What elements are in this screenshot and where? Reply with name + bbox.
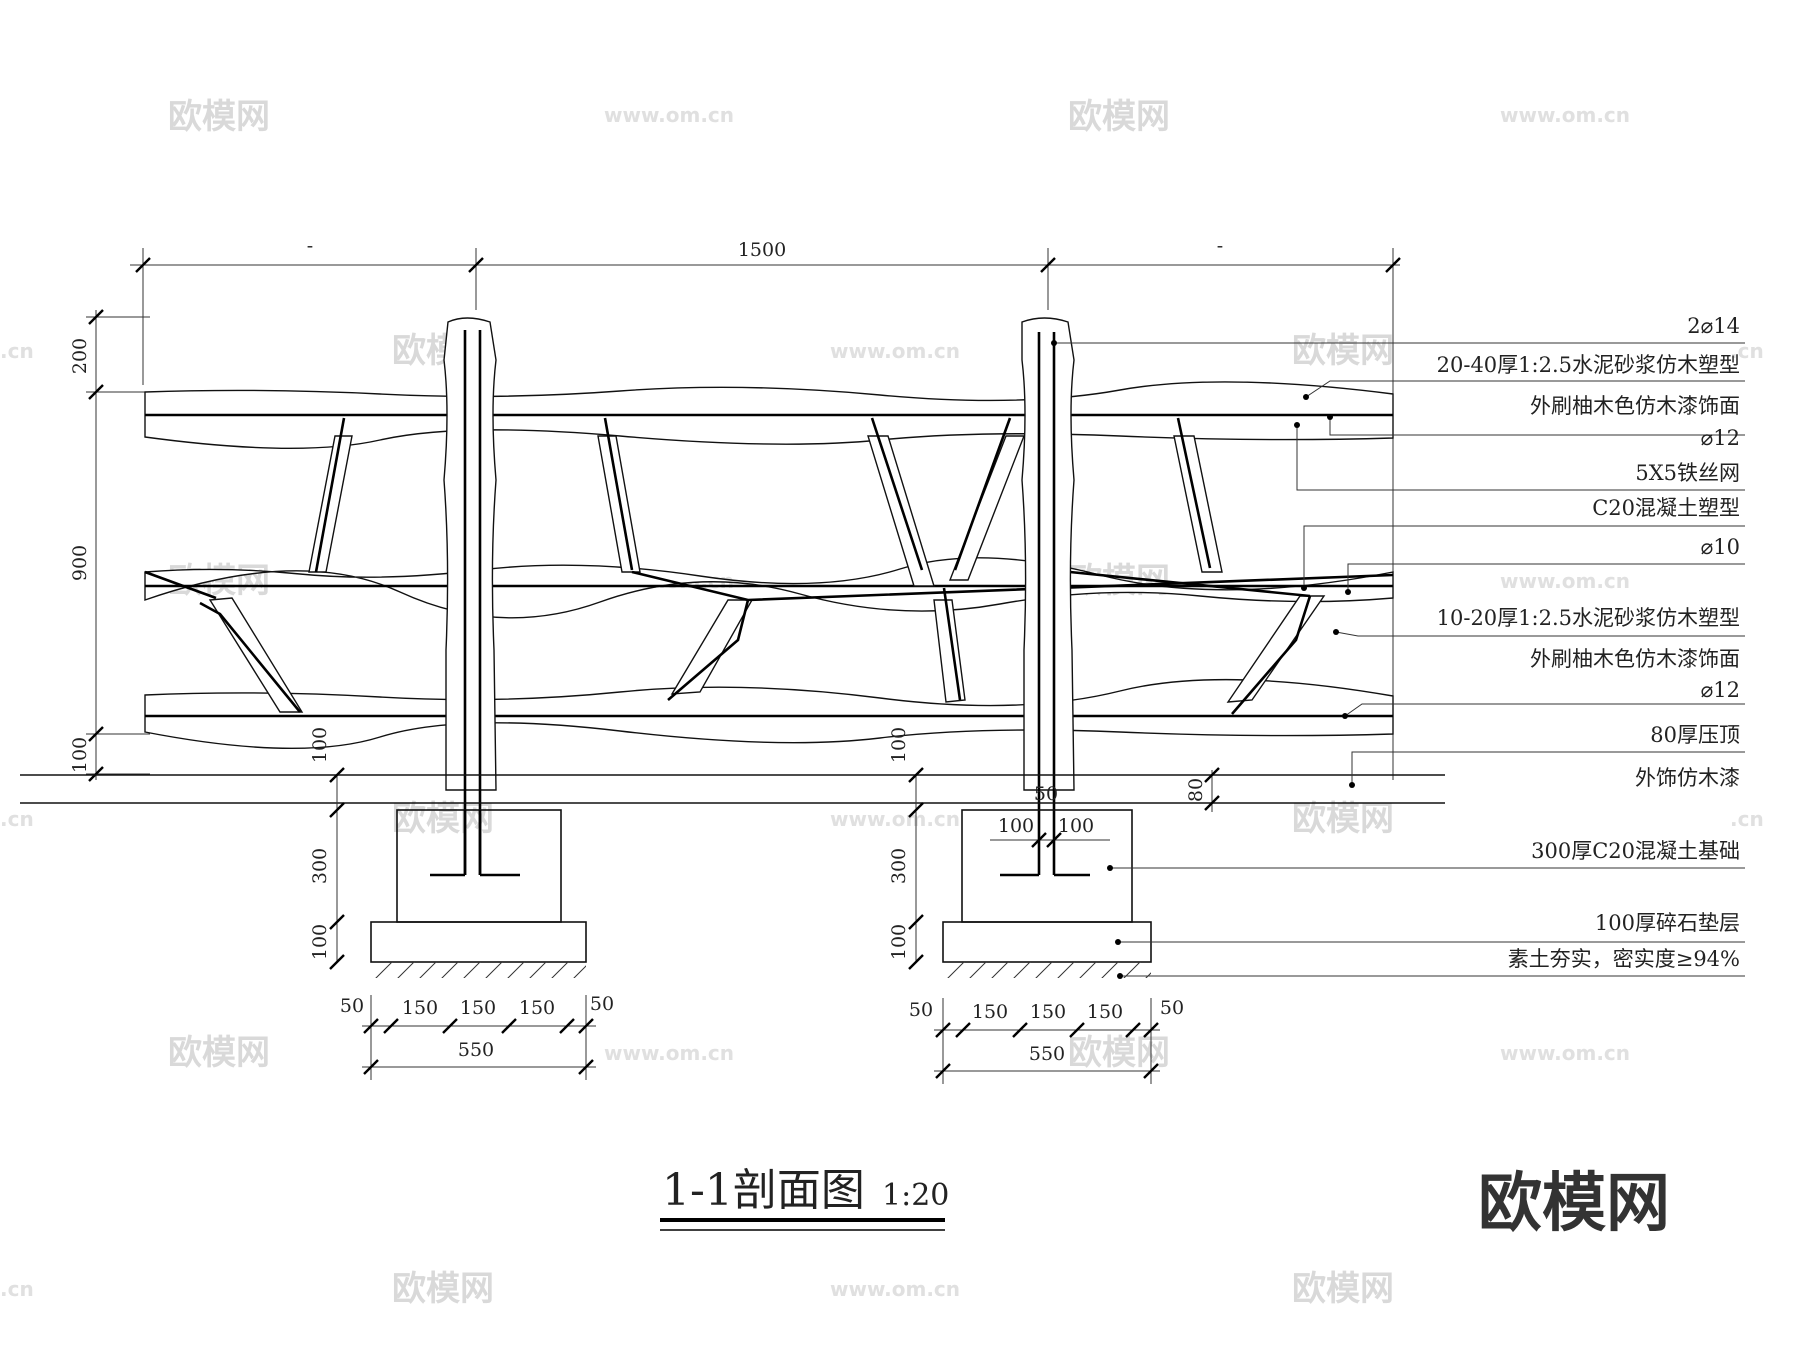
dim-post-side-left: 100 (998, 815, 1034, 837)
dim-post-inner-width: 50 (1034, 783, 1058, 805)
watermark-logo: 欧模网 (1292, 1269, 1394, 1309)
footing-left (370, 809, 587, 978)
dim-step-height: 80 (1185, 778, 1207, 802)
note-gravel-bed: 100厚碎石垫层 (1595, 911, 1740, 935)
dim-footing-seg-left-2: 150 (402, 997, 438, 1019)
note-mortar-layer-bottom: 10-20厚1:2.5水泥砂浆仿木塑型 (1437, 606, 1740, 630)
watermark-url: www.om.cn (1500, 569, 1630, 593)
watermark-logo: 欧模网 (1068, 1033, 1170, 1073)
watermark-url: .cn (0, 339, 34, 363)
note-compacted-soil: 素土夯实，密实度≥94% (1508, 947, 1740, 971)
note-main-bars: 2⌀14 (1687, 314, 1740, 338)
left-dimension-chain: 200 900 100 (69, 309, 150, 782)
dim-footing-seg-left-5: 50 (590, 993, 614, 1015)
watermark-url: www.om.cn (1500, 103, 1630, 127)
dim-ground-offset-right: 100 (888, 727, 910, 763)
dim-overall-span: 1500 (738, 239, 786, 261)
dim-rail-height: 900 (69, 545, 91, 581)
dim-post-side-right: 100 (1058, 815, 1094, 837)
brand-logo: 欧模网 (1478, 1167, 1670, 1241)
watermark-logo: 欧模网 (1068, 97, 1170, 137)
note-mortar-layer-top: 20-40厚1:2.5水泥砂浆仿木塑型 (1437, 353, 1740, 377)
dim-gravel-right: 100 (888, 924, 910, 960)
note-rebar-12-bottom: ⌀12 (1701, 678, 1740, 702)
note-paint-finish-top: 外刷柚木色仿木漆饰面 (1530, 394, 1740, 418)
watermark-logo: 欧模网 (1292, 331, 1394, 371)
footing-width-chain-left: 50 150 150 150 50 550 (340, 993, 614, 1080)
watermark-url: www.om.cn (830, 807, 960, 831)
watermark-url: www.om.cn (830, 1277, 960, 1301)
top-dimension-chain: - 1500 - (130, 235, 1401, 780)
footing-width-chain-right: 50 150 150 150 50 550 (909, 997, 1184, 1084)
ground-line (20, 774, 1445, 804)
footing-dimensions-left: 100 300 100 (309, 727, 345, 970)
footing-dimensions-right: 100 300 100 (888, 727, 924, 970)
drawing-title: 1-1剖面图 1:20 (660, 1165, 949, 1231)
annotation-notes: 2⌀14 20-40厚1:2.5水泥砂浆仿木塑型 外刷柚木色仿木漆饰面 ⌀12 … (1437, 314, 1740, 971)
watermark-url: www.om.cn (604, 103, 734, 127)
watermark-logo: 欧模网 (392, 799, 494, 839)
watermark-logo: 欧模网 (392, 1269, 494, 1309)
watermark-url: www.om.cn (830, 339, 960, 363)
watermark-logo: 欧模网 (1292, 799, 1394, 839)
leader-lines (1051, 340, 1745, 979)
dim-footing-seg-left-3: 150 (460, 997, 496, 1019)
note-wood-paint: 外饰仿木漆 (1635, 766, 1740, 790)
footing-right (942, 809, 1152, 978)
dim-footing-depth-left: 300 (309, 848, 331, 884)
dim-bottom-gap: 100 (69, 737, 91, 773)
dim-footing-seg-right-2: 150 (972, 1001, 1008, 1023)
dim-footing-width-right: 550 (1029, 1043, 1065, 1065)
dim-footing-seg-right-4: 150 (1087, 1001, 1123, 1023)
dim-footing-seg-left-4: 150 (519, 997, 555, 1019)
note-coping: 80厚压顶 (1650, 723, 1740, 747)
railing-body (144, 317, 1394, 875)
dim-footing-seg-right-3: 150 (1030, 1001, 1066, 1023)
drawing-scale: 1:20 (882, 1178, 949, 1213)
note-c20-shaping: C20混凝土塑型 (1592, 496, 1740, 520)
page-title: 1-1剖面图 (662, 1165, 865, 1216)
watermark-logo: 欧模网 (168, 1033, 270, 1073)
note-rebar-10: ⌀10 (1701, 535, 1740, 559)
dim-footing-seg-right-1: 50 (909, 999, 933, 1021)
note-rebar-12-top: ⌀12 (1701, 426, 1740, 450)
dim-footing-depth-right: 300 (888, 848, 910, 884)
dim-footing-width-left: 550 (458, 1039, 494, 1061)
watermark-url: .cn (0, 1277, 34, 1301)
dim-side-span-right: - (1217, 235, 1223, 257)
dim-footing-seg-right-5: 50 (1160, 997, 1184, 1019)
post-dimensions: 80 50 100 100 (990, 767, 1220, 848)
dim-post-top-extension: 200 (69, 338, 91, 374)
note-paint-finish-bottom: 外刷柚木色仿木漆饰面 (1530, 647, 1740, 671)
dim-gravel-left: 100 (309, 924, 331, 960)
watermarks: 欧模网 www.om.cn 欧模网 www.om.cn .cn 欧模网 www.… (0, 97, 1764, 1309)
watermark-url: .cn (1730, 807, 1764, 831)
note-concrete-footing: 300厚C20混凝土基础 (1531, 839, 1740, 863)
watermark-url: www.om.cn (604, 1041, 734, 1065)
watermark-url: .cn (0, 807, 34, 831)
note-wire-mesh: 5X5铁丝网 (1635, 461, 1740, 485)
dim-footing-seg-left-1: 50 (340, 995, 364, 1017)
dim-ground-offset-left: 100 (309, 727, 331, 763)
dim-side-span-left: - (307, 235, 313, 257)
watermark-url: www.om.cn (1500, 1041, 1630, 1065)
watermark-logo: 欧模网 (168, 97, 270, 137)
